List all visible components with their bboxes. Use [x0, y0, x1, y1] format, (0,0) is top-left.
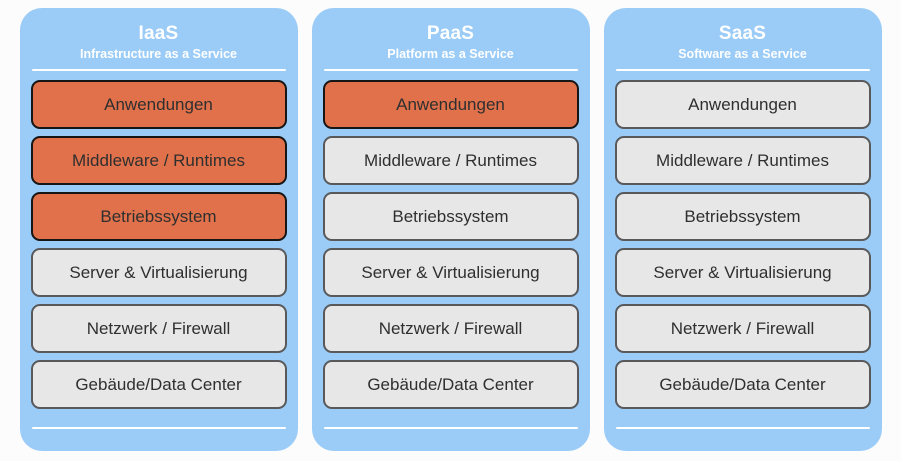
header-divider — [323, 69, 578, 71]
header-divider — [615, 69, 870, 71]
column-subtitle-paas: Platform as a Service — [387, 47, 514, 61]
column-title-saas: SaaS — [718, 23, 767, 44]
footer-space — [31, 429, 287, 451]
footer-space — [615, 429, 871, 451]
service-model-column-saas: SaaS Software as a Service Anwendungen M… — [603, 8, 882, 451]
column-header-iaas: IaaS Infrastructure as a Service — [31, 8, 287, 71]
layer-netzwerk-firewall[interactable]: Netzwerk / Firewall — [322, 304, 579, 353]
column-title-paas: PaaS — [426, 23, 475, 44]
footer-divider — [323, 427, 578, 429]
column-subtitle-iaas: Infrastructure as a Service — [79, 47, 238, 61]
header-divider — [31, 69, 286, 71]
layer-middleware-runtimes[interactable]: Middleware / Runtimes — [322, 136, 579, 185]
layer-betriebssystem[interactable]: Betriebssystem — [30, 192, 287, 241]
layer-gebaeude-data-center[interactable]: Gebäude/Data Center — [614, 360, 871, 409]
service-model-column-iaas: IaaS Infrastructure as a Service Anwendu… — [19, 8, 298, 451]
footer-divider — [31, 427, 286, 429]
footer-space — [323, 429, 579, 451]
column-header-saas: SaaS Software as a Service — [615, 8, 871, 71]
layer-server-virtualisierung[interactable]: Server & Virtualisierung — [614, 248, 871, 297]
layer-gebaeude-data-center[interactable]: Gebäude/Data Center — [30, 360, 287, 409]
layer-middleware-runtimes[interactable]: Middleware / Runtimes — [30, 136, 287, 185]
layer-anwendungen[interactable]: Anwendungen — [614, 80, 871, 129]
layer-betriebssystem[interactable]: Betriebssystem — [614, 192, 871, 241]
layer-netzwerk-firewall[interactable]: Netzwerk / Firewall — [30, 304, 287, 353]
layer-netzwerk-firewall[interactable]: Netzwerk / Firewall — [614, 304, 871, 353]
layer-server-virtualisierung[interactable]: Server & Virtualisierung — [30, 248, 287, 297]
footer-divider — [615, 427, 870, 429]
layer-server-virtualisierung[interactable]: Server & Virtualisierung — [322, 248, 579, 297]
layer-stack-paas: Anwendungen Middleware / Runtimes Betrie… — [322, 71, 579, 419]
layer-stack-saas: Anwendungen Middleware / Runtimes Betrie… — [614, 71, 871, 419]
layer-anwendungen[interactable]: Anwendungen — [322, 80, 579, 129]
layer-middleware-runtimes[interactable]: Middleware / Runtimes — [614, 136, 871, 185]
layer-anwendungen[interactable]: Anwendungen — [30, 80, 287, 129]
layer-betriebssystem[interactable]: Betriebssystem — [322, 192, 579, 241]
column-header-paas: PaaS Platform as a Service — [323, 8, 579, 71]
layer-gebaeude-data-center[interactable]: Gebäude/Data Center — [322, 360, 579, 409]
service-model-column-paas: PaaS Platform as a Service Anwendungen M… — [311, 8, 590, 451]
column-subtitle-saas: Software as a Service — [678, 47, 807, 61]
column-title-iaas: IaaS — [138, 23, 179, 44]
layer-stack-iaas: Anwendungen Middleware / Runtimes Betrie… — [30, 71, 287, 419]
